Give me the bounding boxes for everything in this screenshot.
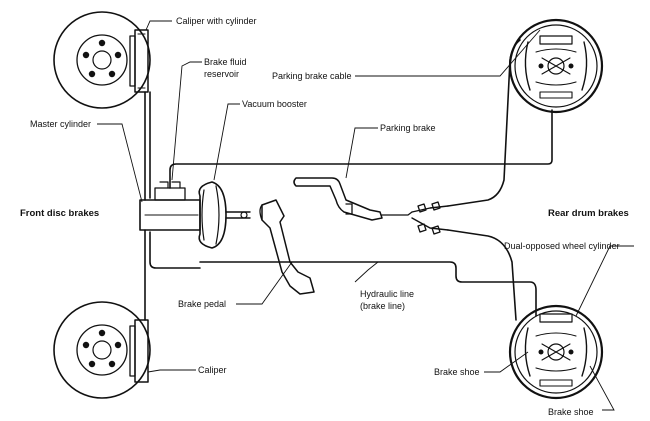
label-vacuum-booster: Vacuum booster xyxy=(242,99,307,109)
front-hydraulic-lines xyxy=(144,91,201,321)
label-dual-opposed-wheel-cylinder: Dual-opposed wheel cylinder xyxy=(504,241,620,251)
rear-drum-brake-bottom xyxy=(508,304,604,400)
label-brake-shoe-left: Brake shoe xyxy=(434,367,480,377)
label-hydraulic-line-line1: Hydraulic line xyxy=(360,289,414,299)
vacuum-booster-part xyxy=(198,181,251,249)
parking-brake-cable-part xyxy=(411,39,521,321)
leader-lines xyxy=(97,20,634,411)
caliper-with-cylinder-part xyxy=(129,29,149,93)
brake-pedal-part xyxy=(259,199,315,295)
front-disc-brake-top xyxy=(53,11,151,109)
label-hydraulic-line-line2: (brake line) xyxy=(360,301,405,311)
front-disc-brake-bottom xyxy=(53,301,151,399)
parking-brake-part xyxy=(293,177,413,221)
labels: Caliper with cylinder Brake fluid reserv… xyxy=(20,16,629,417)
label-master-cylinder: Master cylinder xyxy=(30,119,91,129)
label-caliper: Caliper xyxy=(198,365,227,375)
label-rear-drum-brakes: Rear drum brakes xyxy=(548,208,629,219)
label-brake-pedal: Brake pedal xyxy=(178,299,226,309)
label-brake-fluid-reservoir-line1: Brake fluid xyxy=(204,57,247,67)
label-brake-shoe-right: Brake shoe xyxy=(548,407,594,417)
rear-drum-brake-top xyxy=(508,18,604,114)
label-parking-brake: Parking brake xyxy=(380,123,436,133)
label-brake-fluid-reservoir-line2: reservoir xyxy=(204,69,239,79)
label-caliper-with-cylinder: Caliper with cylinder xyxy=(176,16,257,26)
dual-opposed-wheel-cylinder-part xyxy=(539,313,573,323)
caliper-part xyxy=(129,319,149,383)
label-front-disc-brakes: Front disc brakes xyxy=(20,208,99,219)
rear-hydraulic-lines xyxy=(169,109,553,317)
master-cylinder-assembly xyxy=(139,181,201,231)
label-parking-brake-cable: Parking brake cable xyxy=(272,71,352,81)
